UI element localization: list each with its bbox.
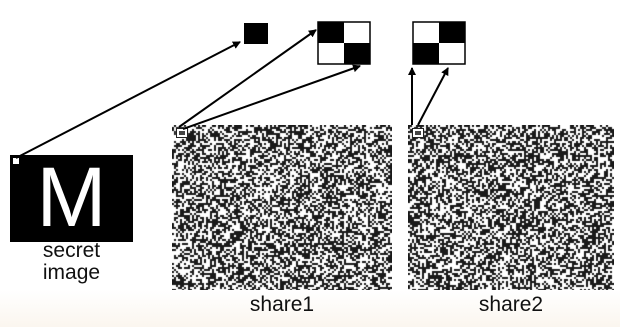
secret-image-label: secret image: [10, 240, 133, 284]
share2-label: share2: [478, 293, 544, 316]
share2-pixel-marker: [412, 128, 424, 138]
secret-label-line2: image: [42, 261, 101, 284]
share2-image: [408, 125, 614, 290]
share2-subpixel-block: [412, 21, 466, 65]
arrow-share2-to-block-b: [417, 67, 449, 126]
share1-pixel-marker: [176, 128, 188, 138]
share2-noise: [408, 125, 614, 290]
secret-letter: M: [36, 150, 107, 244]
share1-label: share1: [249, 293, 315, 316]
secret-image: M: [10, 150, 133, 244]
background-band: [0, 290, 620, 327]
share1-image: [172, 125, 392, 290]
share1-noise: [172, 125, 392, 290]
share1-subpixel-block: [317, 21, 371, 65]
arrow-secret-to-pixel: [15, 41, 241, 159]
secret-pixel-zoom: [244, 23, 268, 44]
arrow-share1-to-block-a: [178, 29, 317, 128]
secret-label-line1: secret: [42, 239, 101, 262]
arrow-share1-to-block-b: [182, 64, 361, 130]
